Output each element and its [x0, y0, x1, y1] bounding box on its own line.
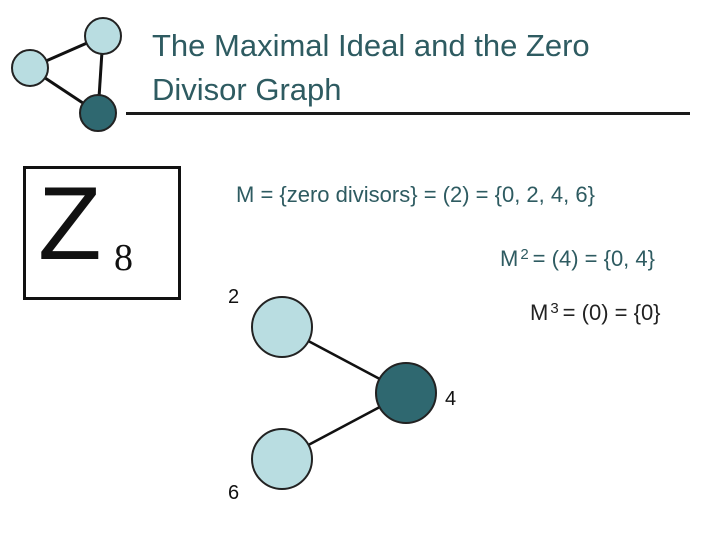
m-cubed-rest: = (0) = {0}	[562, 300, 661, 325]
logo-graph-icon	[11, 17, 122, 132]
slide-title: The Maximal Ideal and the Zero Divisor G…	[152, 24, 692, 112]
title-line-1: The Maximal Ideal and the Zero	[152, 28, 590, 63]
title-divider	[126, 112, 690, 115]
graph-node-6	[251, 428, 313, 490]
ring-letter: Z	[38, 166, 102, 282]
graph-node-4	[375, 362, 437, 424]
graph-node-2	[251, 296, 313, 358]
m-squared-rest: = (4) = {0, 4}	[532, 246, 655, 271]
node-label-6: 6	[228, 482, 240, 504]
logo-node-light	[11, 49, 49, 87]
m-cubed-base: M	[530, 300, 549, 325]
node-label-2: 2	[228, 286, 240, 308]
m-squared-exponent: 2	[520, 246, 529, 263]
logo-node-light	[84, 17, 122, 55]
logo-node-dark	[79, 94, 117, 132]
ring-subscript: 8	[114, 237, 133, 279]
ring-symbol-box	[23, 166, 181, 300]
node-label-4: 4	[445, 388, 457, 410]
m-cubed-exponent: 3	[550, 300, 559, 317]
m-squared-base: M	[500, 246, 519, 271]
maximal-ideal-statement: M = {zero divisors} = (2) = {0, 2, 4, 6}	[236, 182, 595, 207]
title-line-2: Divisor Graph	[152, 72, 342, 107]
